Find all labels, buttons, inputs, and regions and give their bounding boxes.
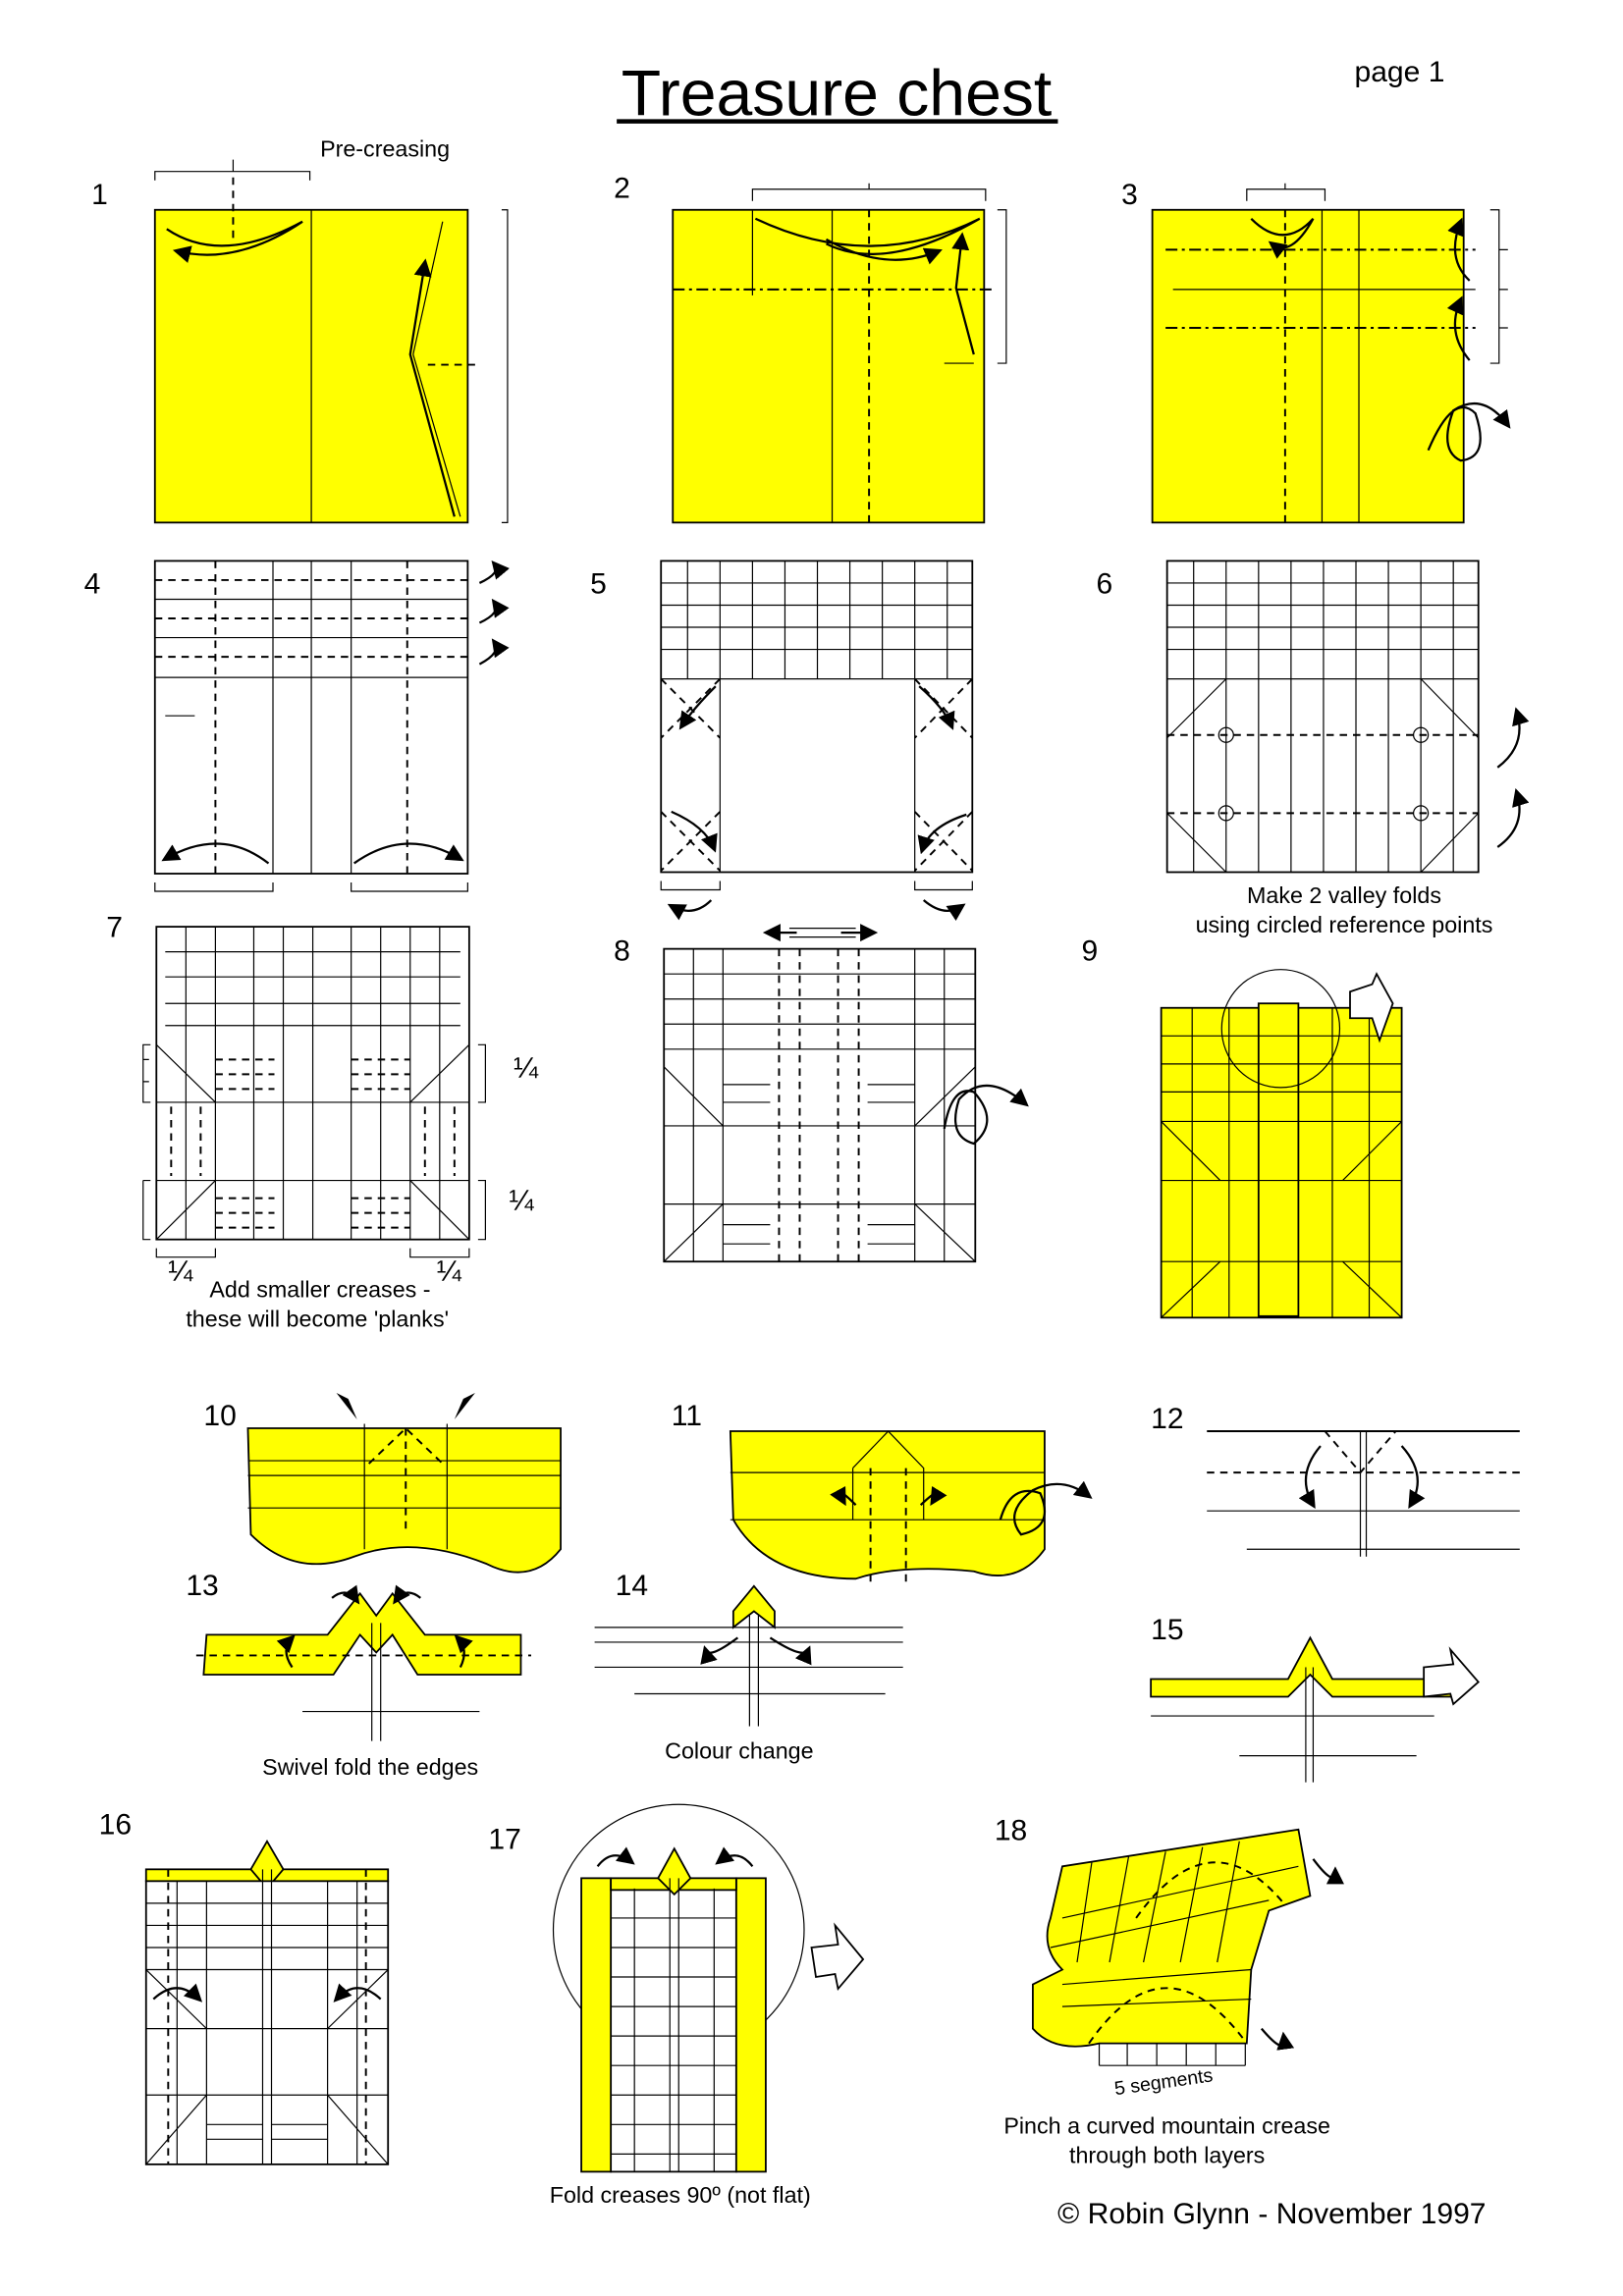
step-number: 7 [106, 912, 123, 944]
step-2: 2 [614, 173, 1007, 524]
step-18: 18 5 segments Pinch a curved mountain cr… [995, 1814, 1344, 2167]
step-number: 16 [99, 1808, 132, 1841]
step-number: 2 [614, 173, 630, 205]
step-caption-line: Add smaller creases - [209, 1276, 430, 1302]
step-15: 15 [1150, 1614, 1480, 1783]
step-number: 12 [1151, 1403, 1183, 1435]
step-number: 6 [1097, 567, 1113, 600]
step-4: 4 [84, 560, 510, 892]
reference-point [1217, 726, 1234, 743]
step-3: 3 [1121, 179, 1511, 524]
fraction-label: ¼ [514, 1051, 539, 1084]
step-number: 14 [616, 1570, 648, 1602]
copyright: © Robin Glynn - November 1997 [1057, 2198, 1486, 2230]
step-5: 5 [590, 560, 974, 922]
step-number: 15 [1151, 1614, 1183, 1646]
step-number: 3 [1121, 179, 1138, 211]
step-8: 8 [614, 924, 1029, 1263]
step-caption: Swivel fold the edges [262, 1754, 478, 1780]
step-number: 18 [995, 1814, 1027, 1846]
step-13: 13 Swivel fold the edges [186, 1570, 531, 1780]
page-title: Treasure chest [622, 58, 1052, 131]
step-14: 14 Colour change [594, 1570, 903, 1764]
step-1: 1 Pre-creasing [91, 136, 509, 524]
step-caption-line: these will become 'planks' [186, 1306, 449, 1331]
step-7: 7 ¼ ¼ ¼ ¼ Add smaller creases - these wi… [106, 912, 539, 1332]
step-number: 13 [186, 1570, 218, 1602]
step-number: 4 [84, 567, 101, 600]
step-number: 11 [672, 1400, 702, 1432]
step-number: 5 [590, 567, 607, 600]
step-6: 6 Make 2 valley folds using circled refe… [1097, 560, 1530, 937]
step-number: 17 [488, 1823, 520, 1855]
step-caption: Pre-creasing [320, 136, 450, 162]
step-10: 10 [203, 1392, 562, 1574]
step-number: 9 [1081, 935, 1098, 968]
step-11: 11 [672, 1400, 1093, 1586]
step-caption: Fold creases 90º (not flat) [550, 2182, 811, 2208]
reference-point [1413, 805, 1430, 822]
reference-point [1217, 805, 1234, 822]
step-12: 12 [1151, 1403, 1520, 1557]
fraction-label: ¼ [437, 1255, 462, 1288]
step-16: 16 [99, 1808, 390, 2165]
reference-point [1413, 726, 1430, 743]
segments-label: 5 segments [1113, 2064, 1215, 2100]
step-caption-line: through both layers [1069, 2142, 1265, 2167]
step-17: 17 Fold creases 90º (not flat) [488, 1803, 865, 2208]
step-caption-line: Make 2 valley folds [1247, 882, 1441, 908]
step-number: 10 [203, 1400, 236, 1432]
page-number: page 1 [1355, 56, 1445, 88]
fraction-label: ¼ [168, 1255, 193, 1288]
step-9: 9 [1081, 935, 1403, 1319]
step-number: 1 [91, 179, 108, 211]
step-caption-line: Pinch a curved mountain crease [1003, 2112, 1330, 2138]
step-caption: Colour change [665, 1738, 813, 1764]
step-caption-line: using circled reference points [1196, 912, 1493, 937]
step-number: 8 [614, 935, 630, 968]
fraction-label: ¼ [509, 1185, 534, 1217]
